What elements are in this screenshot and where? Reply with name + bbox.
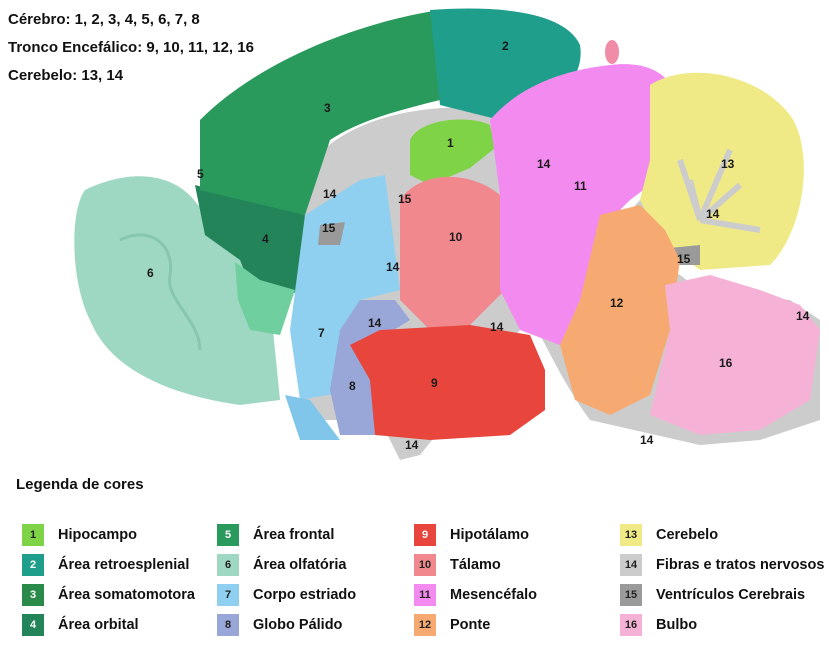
label-15a: 15 xyxy=(322,221,336,235)
legend-swatch: 2 xyxy=(22,554,44,576)
label-14h: 14 xyxy=(640,433,654,447)
legend-item: 4 Área orbital xyxy=(22,610,195,640)
label-3: 3 xyxy=(324,101,331,115)
legend-title: Legenda de cores xyxy=(16,476,144,493)
label-15c: 15 xyxy=(677,252,691,266)
legend-item: 6 Área olfatória xyxy=(217,550,356,580)
brain-sagittal-diagram: 1 2 3 4 5 6 7 8 9 10 11 12 13 14 14 14 1… xyxy=(0,0,829,470)
legend-swatch: 1 xyxy=(22,524,44,546)
label-8: 8 xyxy=(349,379,356,393)
label-1: 1 xyxy=(447,136,454,150)
legend-label: Área frontal xyxy=(253,527,334,543)
legend-label: Mesencéfalo xyxy=(450,587,537,603)
legend-item: 7 Corpo estriado xyxy=(217,580,356,610)
label-5: 5 xyxy=(197,167,204,181)
legend-column-3: 9 Hipotálamo 10 Tálamo 11 Mesencéfalo 12 Pon… xyxy=(414,520,537,640)
label-6: 6 xyxy=(147,266,154,280)
legend-swatch: 13 xyxy=(620,524,642,546)
label-14a: 14 xyxy=(706,207,720,221)
legend-label: Fibras e tratos nervosos xyxy=(656,557,824,573)
label-14c: 14 xyxy=(537,157,551,171)
label-10: 10 xyxy=(449,230,463,244)
legend-item: 16 Bulbo xyxy=(620,610,824,640)
legend-item: 9 Hipotálamo xyxy=(414,520,537,550)
legend-swatch: 14 xyxy=(620,554,642,576)
legend-column-1: 1 Hipocampo 2 Área retroesplenial 3 Área so… xyxy=(22,520,195,640)
legend-item: 1 Hipocampo xyxy=(22,520,195,550)
pineal-spot xyxy=(605,40,619,64)
legend-item: 14 Fibras e tratos nervosos xyxy=(620,550,824,580)
label-16: 16 xyxy=(719,356,733,370)
legend-swatch: 5 xyxy=(217,524,239,546)
legend-swatch: 9 xyxy=(414,524,436,546)
legend-column-4: 13 Cerebelo 14 Fibras e tratos nervosos 15… xyxy=(620,520,824,640)
label-2: 2 xyxy=(502,39,509,53)
label-14d: 14 xyxy=(386,260,400,274)
label-14e: 14 xyxy=(368,316,382,330)
legend-label: Ponte xyxy=(450,617,490,633)
label-13: 13 xyxy=(721,157,735,171)
legend-swatch: 7 xyxy=(217,584,239,606)
legend-swatch: 10 xyxy=(414,554,436,576)
label-11: 11 xyxy=(574,179,587,193)
legend-swatch: 8 xyxy=(217,614,239,636)
legend-swatch: 11 xyxy=(414,584,436,606)
legend-label: Globo Pálido xyxy=(253,617,342,633)
legend-item: 12 Ponte xyxy=(414,610,537,640)
label-7: 7 xyxy=(318,326,325,340)
legend-label: Tálamo xyxy=(450,557,501,573)
legend-item: 8 Globo Pálido xyxy=(217,610,356,640)
legend-item: 3 Área somatomotora xyxy=(22,580,195,610)
legend-item: 11 Mesencéfalo xyxy=(414,580,537,610)
label-14b: 14 xyxy=(323,187,337,201)
label-14g: 14 xyxy=(405,438,419,452)
legend-label: Bulbo xyxy=(656,617,697,633)
label-14f: 14 xyxy=(490,320,504,334)
label-15b: 15 xyxy=(398,192,412,206)
legend-column-2: 5 Área frontal 6 Área olfatória 7 Corpo est… xyxy=(217,520,356,640)
region-9-hypothalamus xyxy=(350,325,545,440)
legend-item: 13 Cerebelo xyxy=(620,520,824,550)
legend-swatch: 4 xyxy=(22,614,44,636)
legend-label: Hipotálamo xyxy=(450,527,529,543)
legend-label: Área orbital xyxy=(58,617,139,633)
legend-swatch: 3 xyxy=(22,584,44,606)
legend-swatch: 15 xyxy=(620,584,642,606)
legend-label: Área somatomotora xyxy=(58,587,195,603)
legend-item: 10 Tálamo xyxy=(414,550,537,580)
legend-item: 2 Área retroesplenial xyxy=(22,550,195,580)
legend-label: Área retroesplenial xyxy=(58,557,189,573)
label-9: 9 xyxy=(431,376,438,390)
label-14i: 14 xyxy=(796,309,810,323)
label-12: 12 xyxy=(610,296,624,310)
legend-label: Hipocampo xyxy=(58,527,137,543)
legend-label: Corpo estriado xyxy=(253,587,356,603)
legend-swatch: 16 xyxy=(620,614,642,636)
legend-item: 5 Área frontal xyxy=(217,520,356,550)
legend-label: Cerebelo xyxy=(656,527,718,543)
legend-swatch: 12 xyxy=(414,614,436,636)
legend-item: 15 Ventrículos Cerebrais xyxy=(620,580,824,610)
legend-label: Área olfatória xyxy=(253,557,346,573)
label-4: 4 xyxy=(262,232,269,246)
legend-label: Ventrículos Cerebrais xyxy=(656,587,805,603)
legend-swatch: 6 xyxy=(217,554,239,576)
